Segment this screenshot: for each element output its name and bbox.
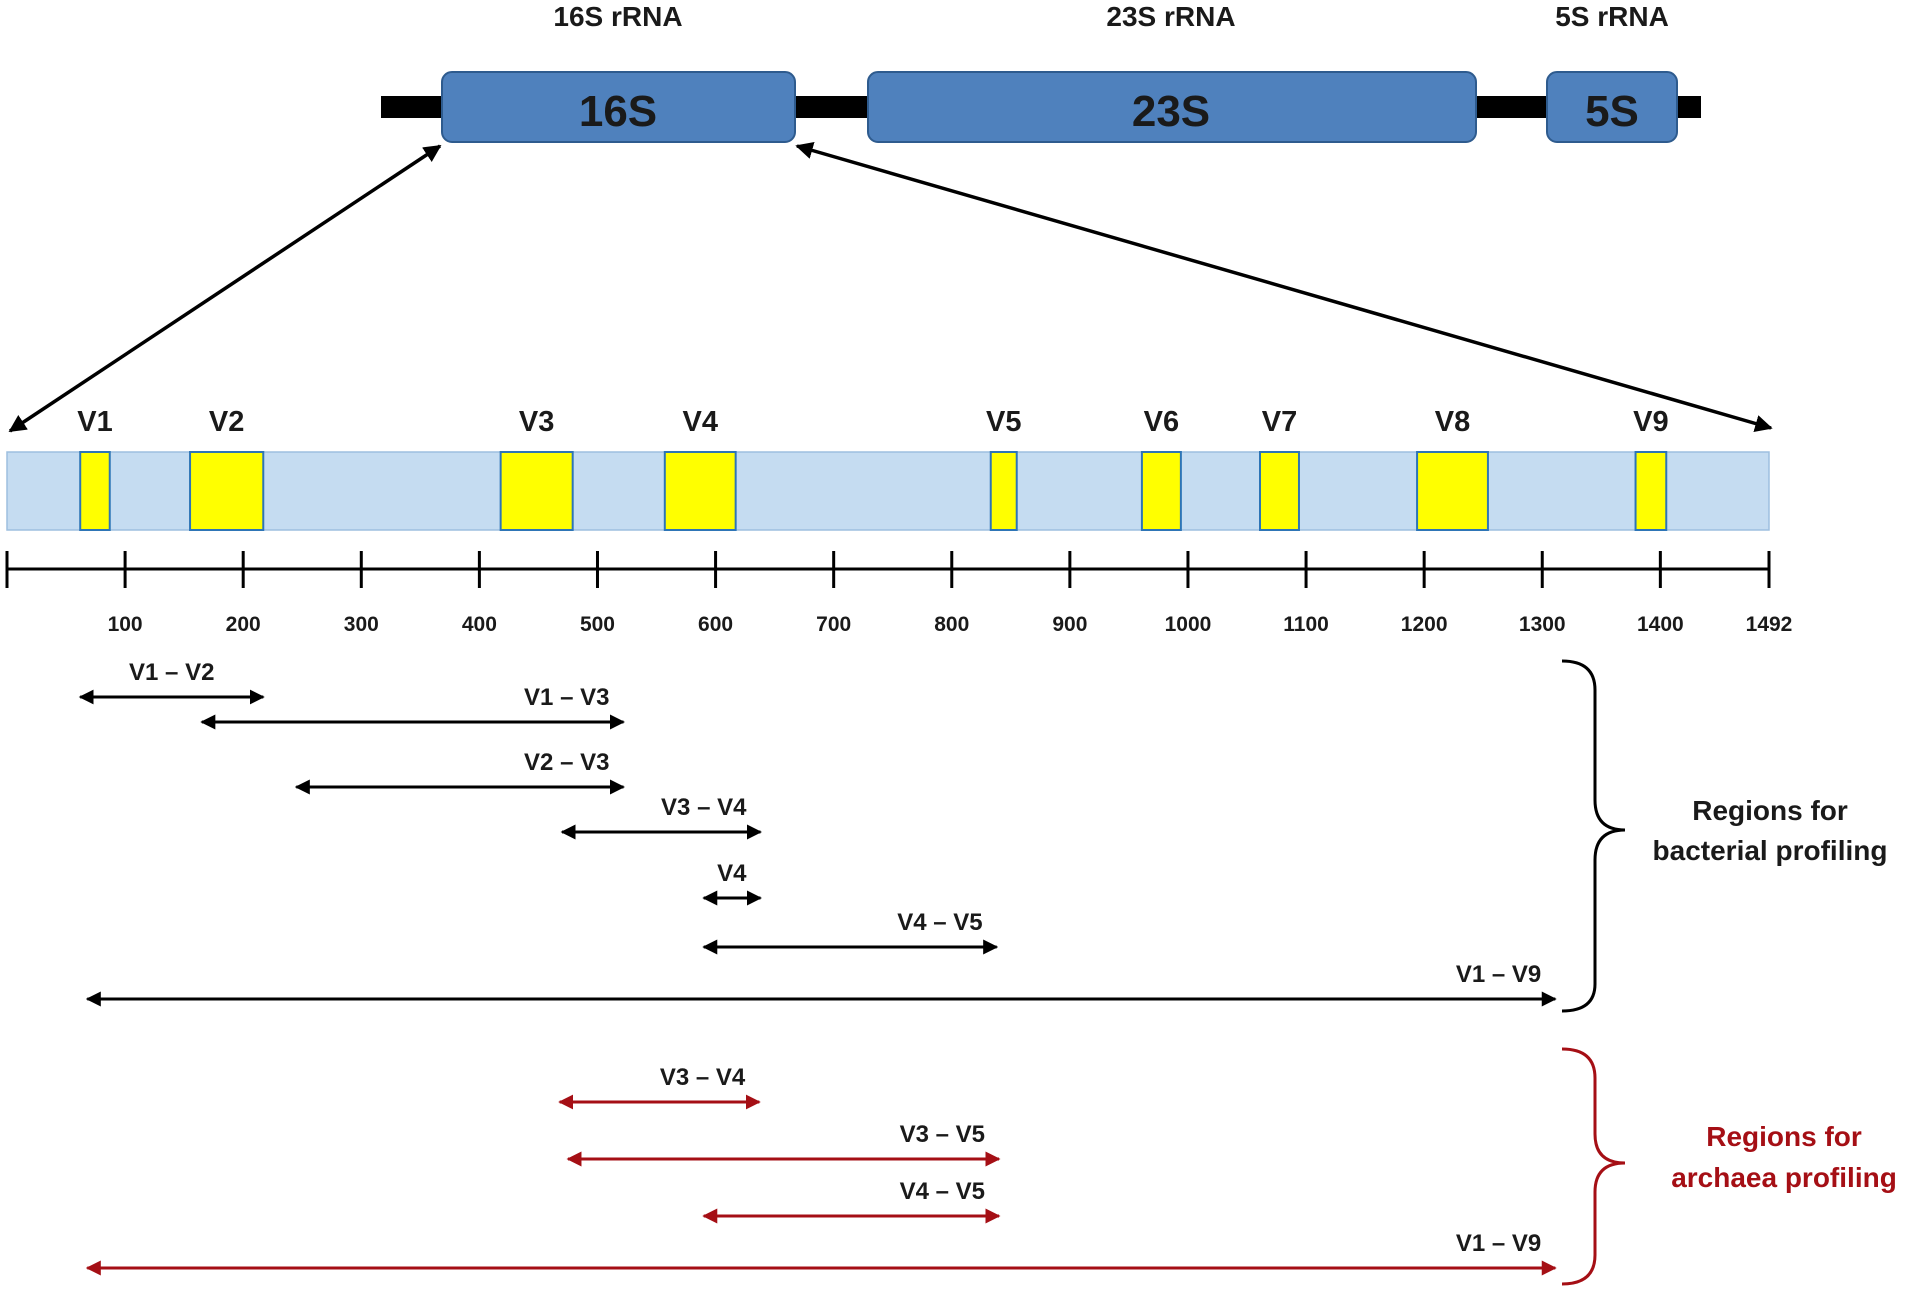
- archaea-label-line2: archaea profiling: [1671, 1162, 1897, 1193]
- axis-tick-label: 300: [344, 613, 379, 636]
- variable-region-label: V2: [209, 406, 244, 438]
- range-label: V1 – V3: [524, 684, 609, 711]
- variable-region-v5: [989, 451, 1018, 531]
- range-label: V1 – V9: [1456, 1230, 1541, 1257]
- zoom-arrow-left: [8, 144, 442, 433]
- gene-5s-title: 5S rRNA: [1555, 1, 1669, 32]
- variable-region-v6: [1140, 451, 1182, 531]
- axis-tick-label: 1000: [1165, 613, 1212, 636]
- axis-tick-label: 1492: [1746, 613, 1793, 636]
- variable-region-label: V6: [1144, 406, 1179, 438]
- gene-16s-box: [441, 71, 796, 143]
- range-label: V3 – V4: [660, 1064, 746, 1091]
- archaea-label-line1: Regions for: [1706, 1121, 1862, 1152]
- axis-tick-label: 900: [1052, 613, 1087, 636]
- variable-region-label: V1: [77, 406, 112, 438]
- axis-tick-label: 1200: [1401, 613, 1448, 636]
- bacterial-label-line1: Regions for: [1692, 795, 1848, 826]
- gene-16s-title: 16S rRNA: [553, 1, 682, 32]
- operon: 16S rRNA 23S rRNA 5S rRNA 16S 23S 5S: [381, 1, 1701, 143]
- axis-tick-label: 700: [816, 613, 851, 636]
- bacterial-brace: [1561, 659, 1626, 1013]
- axis-tick-label: 1400: [1637, 613, 1684, 636]
- range-label: V4 – V5: [900, 1178, 985, 1205]
- variable-regions: V1 V2 V3 V4 V5 V6 V7 V8 V9: [77, 406, 1669, 531]
- gene-16s-label: 16S: [579, 87, 657, 136]
- variable-region-v3: [499, 451, 574, 531]
- archaea-ranges: V3 – V4 V3 – V5 V4 – V5 V1 – V9: [85, 1064, 1557, 1276]
- variable-region-label: V8: [1435, 406, 1470, 438]
- axis-tick-label: 800: [934, 613, 969, 636]
- variable-region-label: V5: [986, 406, 1021, 438]
- gene-23s-label: 23S: [1132, 87, 1210, 136]
- gene-map-background: [6, 451, 1770, 531]
- axis-tick-label: 600: [698, 613, 733, 636]
- archaea-brace: [1561, 1047, 1626, 1286]
- variable-region-v9: [1634, 451, 1668, 531]
- variable-region-v8: [1416, 451, 1489, 531]
- variable-region-v7: [1259, 451, 1300, 531]
- bacterial-ranges: V1 – V2 V1 – V3 V2 – V3 V3 – V4 V4 V4 – V5 V1 …: [78, 659, 1557, 1007]
- variable-region-v4: [663, 451, 737, 531]
- gene-5s-label: 5S: [1585, 87, 1639, 136]
- range-label: V2 – V3: [524, 749, 609, 776]
- axis-tick-label: 400: [462, 613, 497, 636]
- range-label: V3 – V4: [661, 794, 747, 821]
- zoom-arrow-right: [795, 141, 1773, 433]
- range-label: V3 – V5: [900, 1121, 985, 1148]
- axis-tick-label: 200: [226, 613, 261, 636]
- variable-region-label: V7: [1262, 406, 1297, 438]
- variable-region-v2: [189, 451, 265, 531]
- range-label: V1 – V9: [1456, 961, 1541, 988]
- range-label: V4 – V5: [897, 909, 982, 936]
- bacterial-label-line2: bacterial profiling: [1653, 835, 1888, 866]
- gene-23s-title: 23S rRNA: [1106, 1, 1235, 32]
- variable-region-label: V9: [1633, 406, 1668, 438]
- variable-region-label: V3: [519, 406, 554, 438]
- variable-region-v1: [79, 451, 111, 531]
- position-axis: 100 200 300 400 500 600 700 800 900 1000 1100 1200 1…: [5, 551, 1793, 636]
- variable-region-label: V4: [682, 406, 717, 438]
- range-label: V4: [717, 860, 747, 887]
- range-label: V1 – V2: [129, 659, 214, 686]
- axis-tick-label: 500: [580, 613, 615, 636]
- axis-tick-label: 100: [108, 613, 143, 636]
- gene-map: V1 V2 V3 V4 V5 V6 V7 V8 V9 100 200 300 400 500 600 700…: [5, 406, 1793, 636]
- axis-tick-label: 1100: [1283, 613, 1329, 636]
- axis-tick-label: 1300: [1519, 613, 1566, 636]
